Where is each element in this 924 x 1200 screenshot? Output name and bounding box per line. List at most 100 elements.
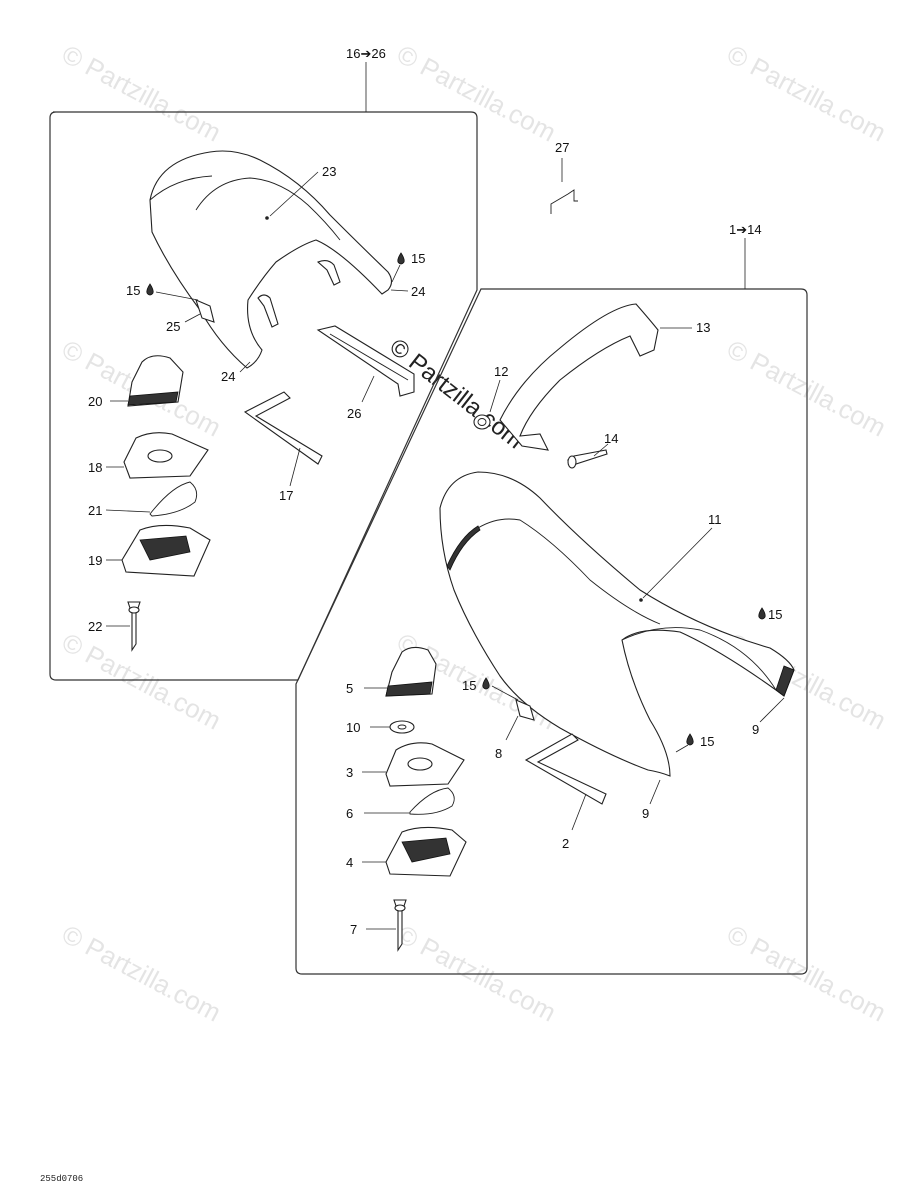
part-10-washer: 10: [346, 720, 415, 735]
part-18-plate: 18: [88, 432, 209, 479]
part-3-plate: 3: [346, 742, 465, 787]
callout-22: 22: [88, 619, 102, 634]
adhesive-drop-icon: [146, 283, 154, 296]
leader-line: [649, 779, 661, 805]
part-26-strap: 26: [316, 325, 415, 421]
lower-adhesive-callouts: 15 15 15 9 9 8: [462, 607, 785, 821]
callout-5: 5: [346, 681, 353, 696]
lower-group-frame: [295, 288, 808, 975]
callout-12: 12: [494, 364, 508, 379]
part-8-trim-icon: [515, 699, 535, 721]
adhesive-drop-icon: [482, 677, 490, 690]
leader-line: [571, 793, 587, 831]
adhesive-drop-icon: [758, 607, 766, 620]
bracket-icon: [550, 189, 578, 214]
watermark: © Partzilla.com: [57, 919, 226, 1028]
washer-hole-icon: [397, 724, 407, 730]
callout-24: 24: [221, 369, 235, 384]
callout-15: 15: [462, 678, 476, 693]
callout-15: 15: [768, 607, 782, 622]
part-5-latch: 5: [346, 646, 437, 697]
latch-base-icon: [385, 681, 433, 697]
leader-line: [489, 379, 501, 413]
strap-icon: [316, 325, 415, 397]
upper-adhesive-callouts: 15 15 24 25 24: [126, 251, 425, 384]
grommet-icon: [473, 414, 491, 430]
part-6-gasket: 6: [346, 787, 455, 821]
part-21-gasket: 21: [88, 481, 198, 518]
callout-19: 19: [88, 553, 102, 568]
part-2-lkey: 2: [524, 733, 607, 851]
leader-line: [642, 527, 713, 599]
part-19-base: 19: [88, 524, 211, 577]
callout-8: 8: [495, 746, 502, 761]
callout-6: 6: [346, 806, 353, 821]
plate-hole-icon: [407, 757, 433, 771]
grommet-inner-icon: [477, 418, 487, 426]
upper-group-frame: [49, 111, 478, 681]
callout-17: 17: [279, 488, 293, 503]
callout-11: 11: [708, 512, 722, 527]
callout-27: 27: [555, 140, 569, 155]
leader-line: [289, 447, 301, 487]
leader-line: [675, 744, 689, 753]
callout-3: 3: [346, 765, 353, 780]
seat-tail-line: [621, 627, 777, 691]
callout-9: 9: [642, 806, 649, 821]
callout-10: 10: [346, 720, 360, 735]
part-27-bracket: 27: [550, 140, 578, 214]
lkey-icon: [243, 391, 323, 465]
watermark: © Partzilla.com: [392, 919, 561, 1028]
callout-23: 23: [322, 164, 336, 179]
leader-line: [391, 264, 401, 283]
callout-20: 20: [88, 394, 102, 409]
part-7-rivet: 7: [350, 899, 407, 952]
part-17-lkey: 17: [243, 391, 323, 503]
callout-9: 9: [752, 722, 759, 737]
part-20-latch: 20: [88, 355, 184, 409]
watermark: © Partzilla.com: [57, 627, 226, 736]
rivet-head-icon: [394, 904, 406, 912]
part-23-passenger-seat: 23: [149, 150, 393, 369]
passenger-seat-icon: [149, 150, 393, 369]
main-seat-icon: [439, 471, 795, 777]
reference-dot: [265, 216, 269, 220]
strap-edge-line: [329, 333, 409, 381]
part-25-trim-icon: [195, 299, 215, 323]
leader-line: [390, 289, 409, 292]
callout-21: 21: [88, 503, 102, 518]
part-22-rivet: 22: [88, 601, 141, 652]
callout-25: 25: [166, 319, 180, 334]
leader-line: [155, 291, 199, 301]
callout-15: 15: [126, 283, 140, 298]
part-14-bolt: 14: [566, 431, 618, 469]
watermark: © Partzilla.com: [722, 39, 891, 148]
callout-2: 2: [562, 836, 569, 851]
part-11-main-seat: 11: [439, 471, 795, 777]
seat-ridge-line: [195, 177, 341, 241]
callout-4: 4: [346, 855, 353, 870]
handle-icon: [499, 303, 659, 451]
callout-7: 7: [350, 922, 357, 937]
leader-line: [505, 715, 519, 741]
callout-24: 24: [411, 284, 425, 299]
leader-line: [593, 443, 609, 457]
rivet-head-icon: [128, 606, 140, 614]
callout-26: 26: [347, 406, 361, 421]
drawing-code: 255d0706: [40, 1174, 83, 1184]
base-detail-icon: [401, 837, 451, 863]
leader-line: [269, 171, 319, 217]
reference-dot: [639, 598, 643, 602]
upper-range-label: 16➔26: [346, 46, 386, 61]
part-12-grommet: 12: [473, 364, 508, 430]
lkey-icon: [524, 733, 607, 805]
adhesive-drop-icon: [686, 733, 694, 746]
leader-line: [105, 509, 151, 513]
leader-line: [759, 697, 785, 723]
seat-trim-line: [446, 525, 481, 571]
callout-18: 18: [88, 460, 102, 475]
washer-icon: [389, 720, 415, 734]
bolt-head-icon: [567, 455, 577, 469]
plate-hole-icon: [147, 449, 173, 463]
